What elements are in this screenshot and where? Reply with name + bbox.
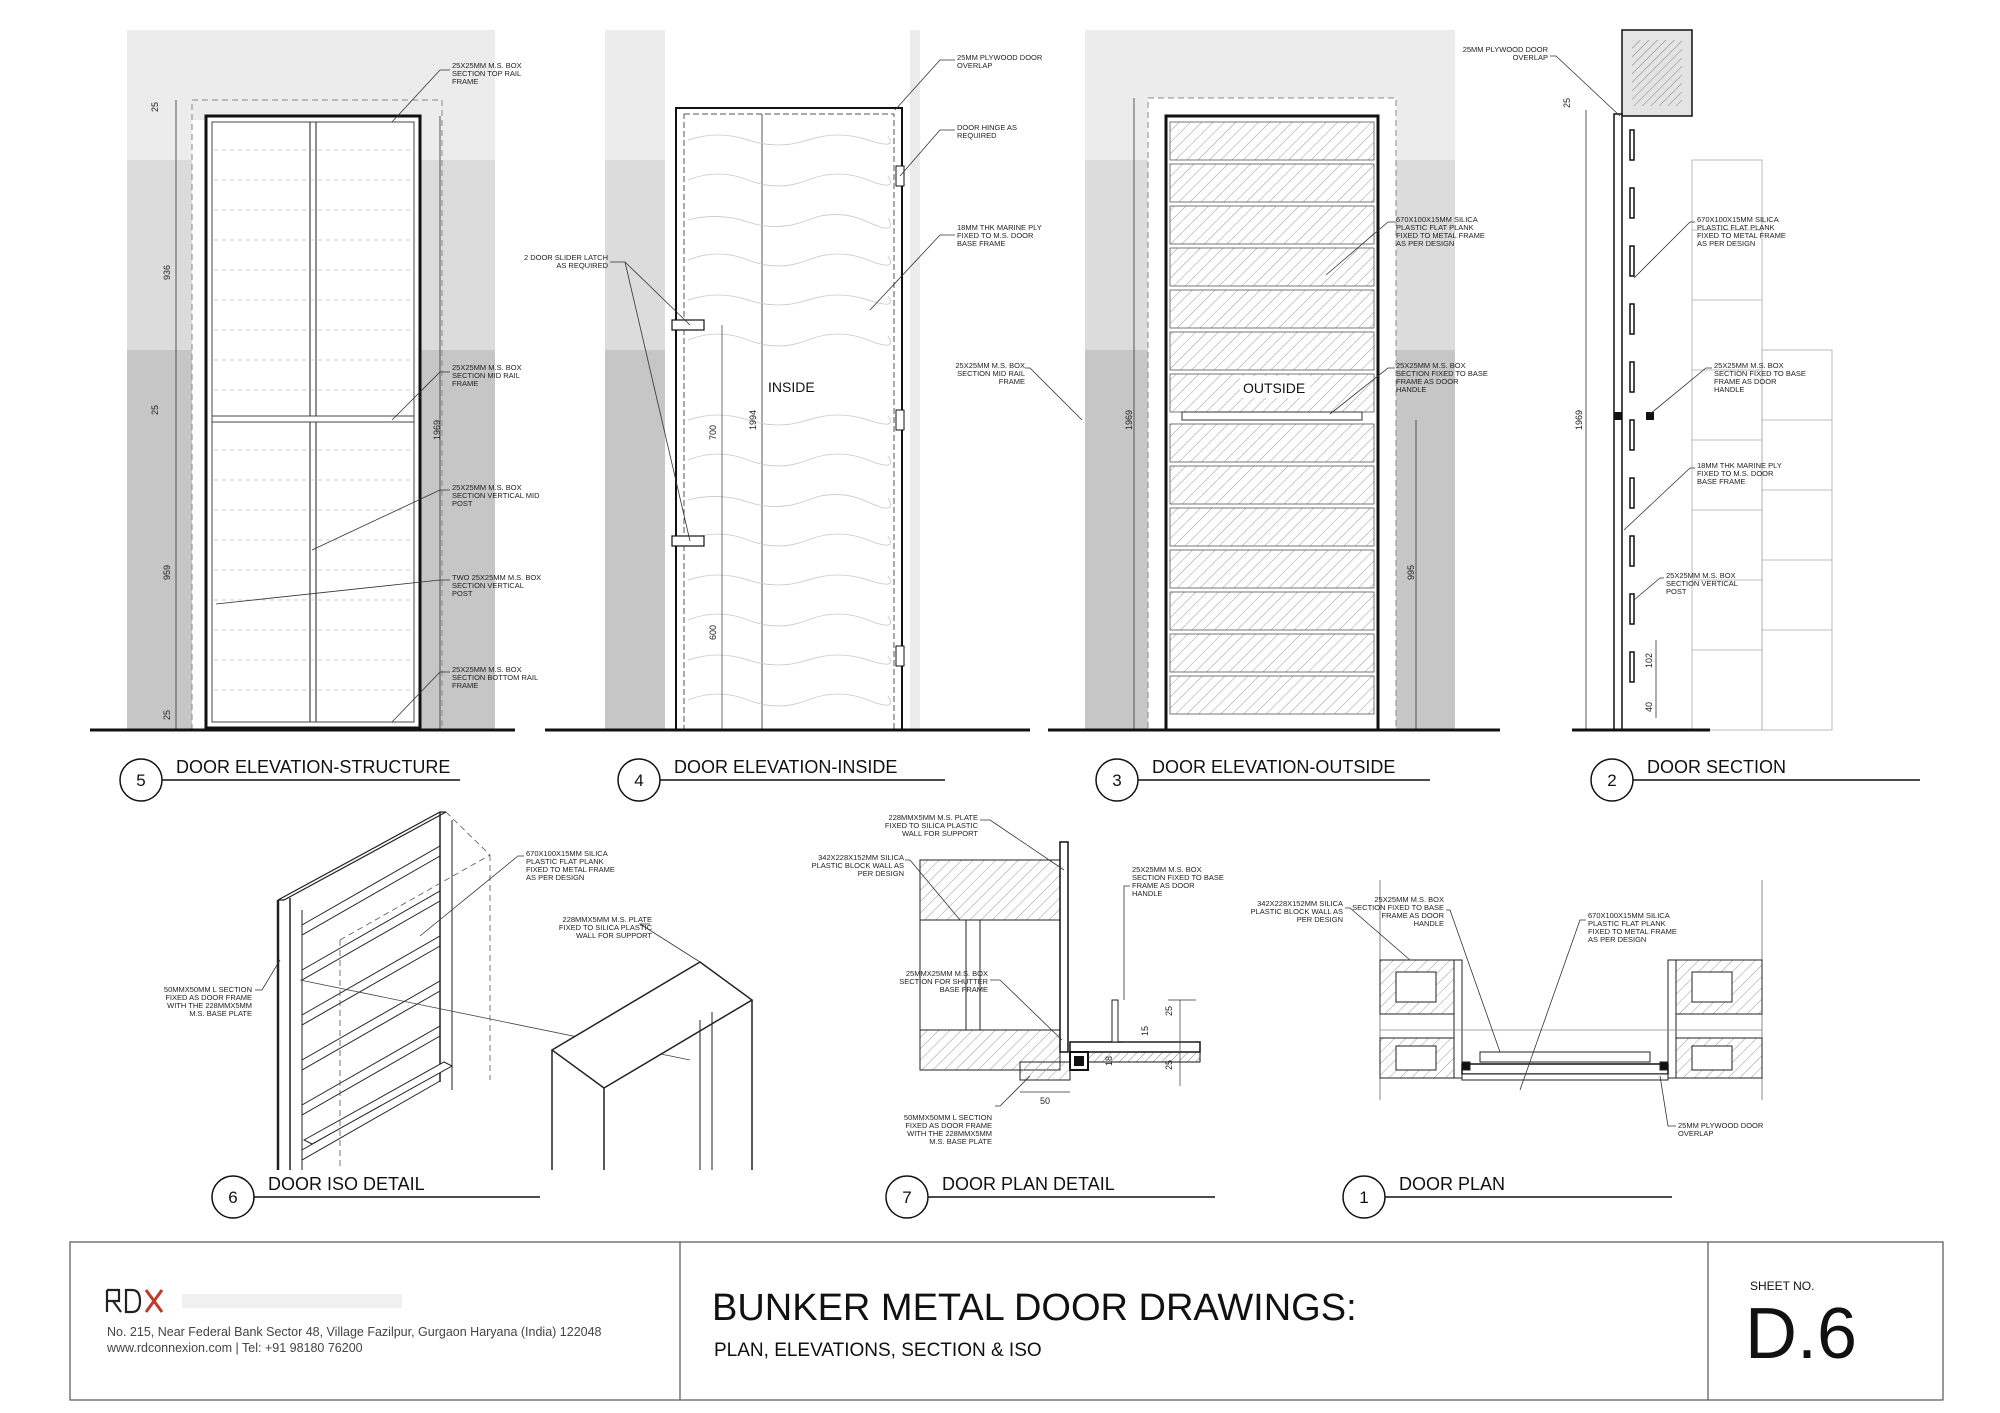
caption-view-6: 6 DOOR ISO DETAIL [211,1174,540,1219]
view-6-title: DOOR ISO DETAIL [268,1174,425,1194]
dim-50: 50 [1040,1096,1050,1106]
sheet-label: SHEET NO. [1750,1279,1814,1293]
caption-view-5: 5 DOOR ELEVATION-STRUCTURE [119,757,460,802]
dim-995: 995 [1406,565,1416,580]
company-contact: www.rdconnexion.com | Tel: +91 98180 762… [106,1341,363,1355]
view-2-number: 2 [1607,771,1616,790]
drawing-subtitle: PLAN, ELEVATIONS, SECTION & ISO [714,1340,1042,1361]
caption-view-3: 3 DOOR ELEVATION-OUTSIDE [1095,757,1430,802]
view-1-title: DOOR PLAN [1399,1174,1505,1194]
view-5-title: DOOR ELEVATION-STRUCTURE [176,757,450,777]
dim-25-section: 25 [1562,98,1572,108]
dim-40: 40 [1644,702,1654,712]
drawing-title: BUNKER METAL DOOR DRAWINGS: [712,1287,1357,1329]
sheet-number: D.6 [1745,1294,1857,1374]
view-door-iso-detail [255,811,754,1170]
dim-1969: 1969 [432,420,442,440]
redacted-name-bar [182,1294,402,1308]
label-inside: INSIDE [768,379,815,395]
caption-view-2: 2 DOOR SECTION [1590,757,1920,802]
view-1-number: 1 [1359,1188,1368,1207]
dim-700: 700 [708,425,718,440]
view-7-number: 7 [902,1188,911,1207]
dim-1994: 1994 [748,410,758,430]
dim-25-plan-b: 25 [1164,1060,1174,1070]
dim-102: 102 [1644,653,1654,668]
caption-view-1: 1 DOOR PLAN [1342,1174,1672,1219]
dim-600: 600 [708,625,718,640]
view-door-plan-detail: 25 15 18 25 50 [905,819,1201,1107]
view-4-title: DOOR ELEVATION-INSIDE [674,757,897,777]
dim-936: 936 [162,265,172,280]
dim-959: 959 [162,565,172,580]
dim-1969-section: 1969 [1574,410,1584,430]
dim-18: 18 [1104,1056,1114,1066]
dim-25-mid: 25 [150,405,160,415]
label-outside: OUTSIDE [1243,380,1305,396]
view-7-title: DOOR PLAN DETAIL [942,1174,1115,1194]
company-address: No. 215, Near Federal Bank Sector 48, Vi… [107,1325,602,1339]
dim-25-bottom: 25 [162,710,172,720]
view-3-number: 3 [1112,771,1121,790]
view-door-plan [1345,880,1763,1127]
caption-view-4: 4 DOOR ELEVATION-INSIDE [617,757,945,802]
dim-1969-outside: 1969 [1124,410,1134,430]
view-5-number: 5 [136,771,145,790]
dim-15: 15 [1140,1026,1150,1036]
dim-25-top: 25 [150,102,160,112]
view-2-title: DOOR SECTION [1647,757,1786,777]
dim-25-plan-a: 25 [1164,1006,1174,1016]
logo [105,1288,164,1314]
title-block: No. 215, Near Federal Bank Sector 48, Vi… [69,1241,1944,1401]
view-3-title: DOOR ELEVATION-OUTSIDE [1152,757,1395,777]
caption-view-7: 7 DOOR PLAN DETAIL [885,1174,1215,1219]
view-4-number: 4 [634,771,643,790]
view-6-number: 6 [228,1188,237,1207]
